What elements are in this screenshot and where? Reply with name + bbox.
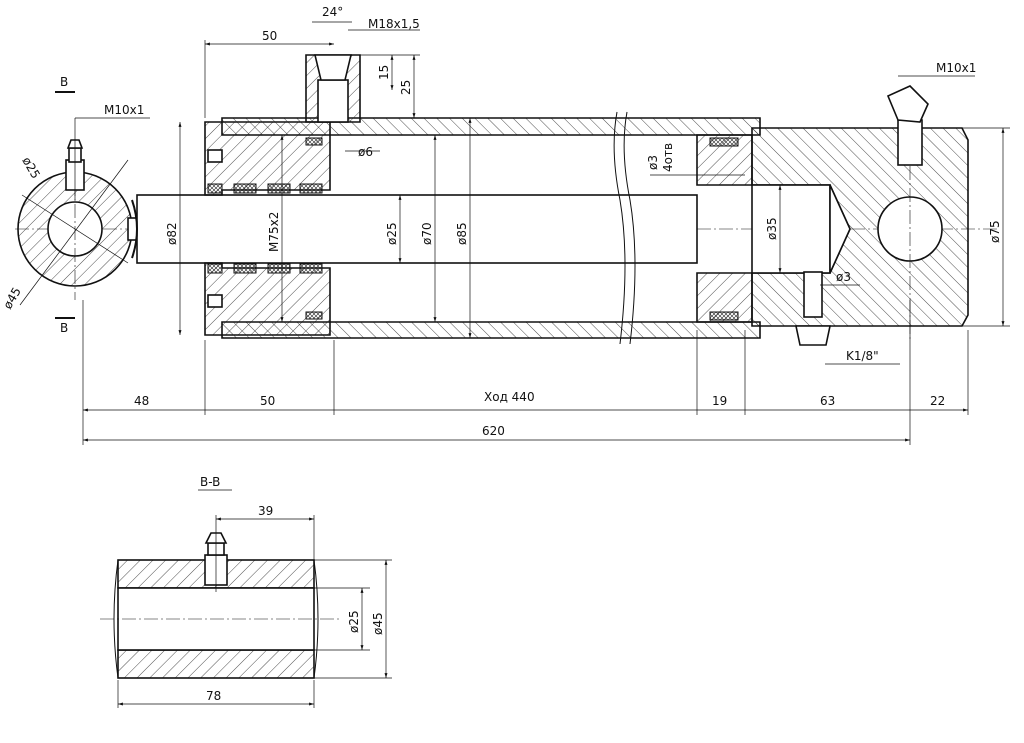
dim-19: 19 — [712, 394, 727, 408]
grease-nipple-left — [65, 118, 85, 200]
section-view: B-B 39 78 ø25 ø45 — [100, 475, 392, 708]
main-view: B B 24° M18x1,5 50 15 25 M10x1 M10x1 ø25… — [0, 5, 1010, 445]
label-dia-25-eye: ø25 — [19, 155, 42, 182]
main-labels: B B 24° M18x1,5 50 15 25 M10x1 M10x1 ø25… — [0, 5, 1002, 438]
section-dim-78: 78 — [206, 689, 221, 703]
label-m75: M75x2 — [267, 212, 281, 252]
label-dim-50-top: 50 — [262, 29, 277, 43]
section-grease-nipple — [204, 515, 228, 592]
label-dia-75: ø75 — [988, 220, 1002, 243]
section-title: B-B — [200, 475, 220, 489]
label-port-thread: M18x1,5 — [368, 17, 420, 31]
section-dim-39: 39 — [258, 504, 273, 518]
dim-63: 63 — [820, 394, 835, 408]
grease-nipple-right — [886, 85, 929, 123]
section-wall-bottom — [117, 649, 315, 679]
gland — [204, 121, 331, 336]
label-dia-85: ø85 — [455, 222, 469, 245]
dim-48: 48 — [134, 394, 149, 408]
label-depth-15: 15 — [377, 65, 391, 80]
label-depth-25: 25 — [399, 80, 413, 95]
rear-head — [751, 85, 969, 346]
label-holes-count: 4отв — [661, 143, 675, 172]
cylinder-tube — [221, 111, 761, 345]
section-dia-45: ø45 — [371, 612, 385, 635]
label-dia-82: ø82 — [165, 222, 179, 245]
label-grease-right: M10x1 — [936, 61, 976, 75]
piston-rod — [136, 194, 698, 264]
section-mark-top: B — [60, 75, 68, 89]
label-plug-thread: K1/8" — [846, 349, 879, 363]
dim-50: 50 — [260, 394, 275, 408]
oil-port-boss — [305, 54, 361, 123]
label-dia-25-rod: ø25 — [385, 222, 399, 245]
label-dia-6: ø6 — [358, 145, 373, 159]
piston — [696, 134, 753, 323]
section-dia-25: ø25 — [347, 610, 361, 633]
dim-22: 22 — [930, 394, 945, 408]
dim-stroke: Ход 440 — [484, 390, 535, 404]
drain-plug — [803, 271, 823, 318]
dim-total: 620 — [482, 424, 505, 438]
label-dia-35: ø35 — [765, 217, 779, 240]
rod-eye — [17, 118, 143, 306]
label-grease-left: M10x1 — [104, 103, 144, 117]
label-dia-3-holes: ø3 — [646, 155, 660, 170]
dimension-lines — [55, 21, 1010, 445]
label-dia-70: ø70 — [420, 222, 434, 245]
label-angle: 24° — [322, 5, 343, 19]
label-dia-45-eye: ø45 — [0, 285, 23, 312]
label-dia-3: ø3 — [836, 270, 851, 284]
section-mark-bottom: B — [60, 321, 68, 335]
